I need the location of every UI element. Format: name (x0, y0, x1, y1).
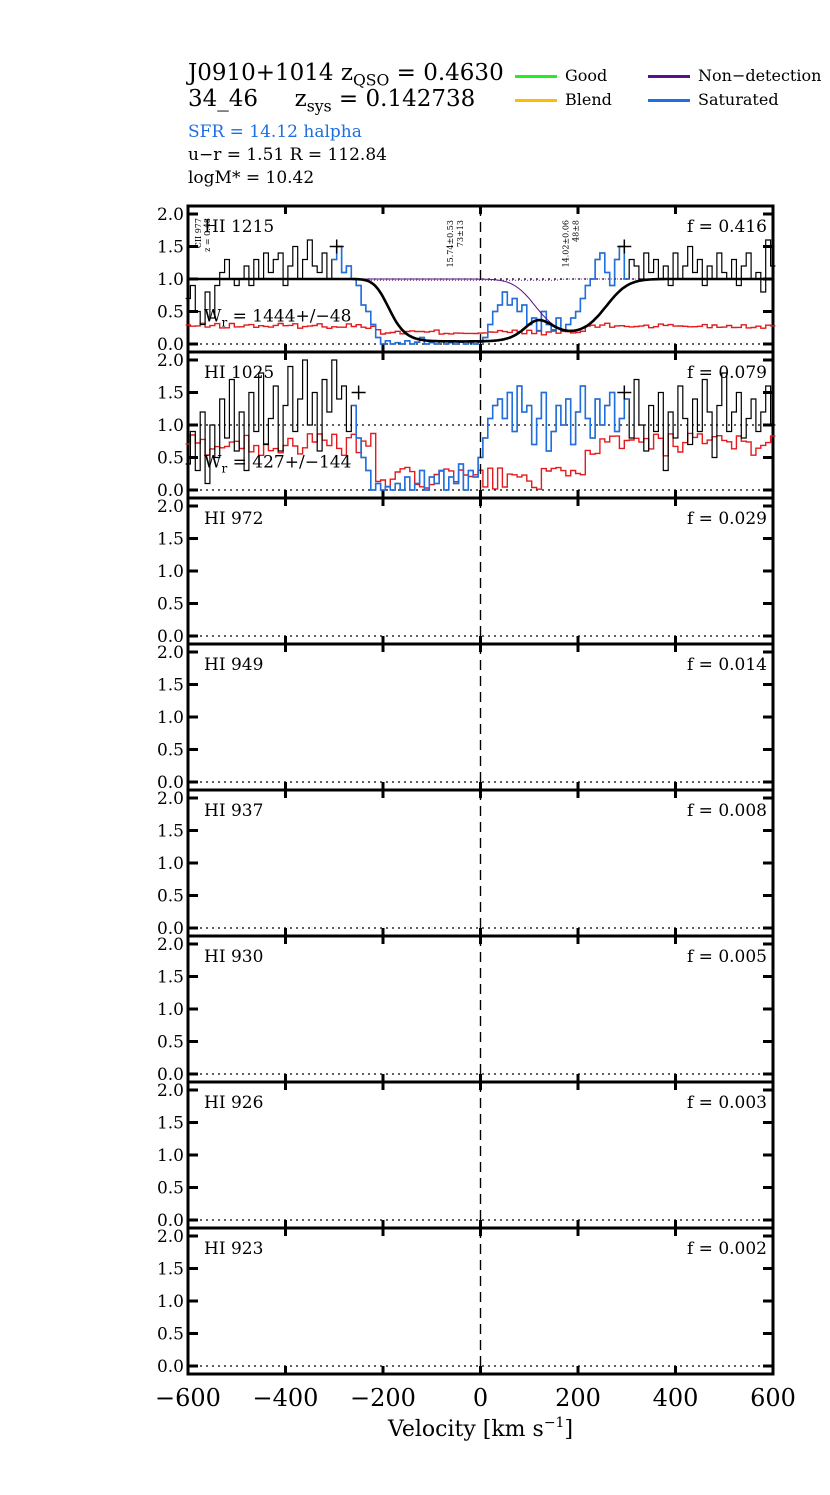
panel-6-oscillator-label: f = 0.003 (687, 1093, 767, 1113)
panel-6-ytick-label: 1.0 (157, 1146, 184, 1166)
panel-4-oscillator-label: f = 0.008 (687, 801, 767, 821)
header: J0910+1014 zQSO = 0.4630 34_46 zsys = 0.… (0, 0, 830, 200)
panel-3-ytick-label: 1.5 (157, 676, 184, 696)
panel-0-line-label: HI 1215 (204, 217, 274, 237)
panel-5-ytick-label: 1.0 (157, 1000, 184, 1020)
panel-3-ytick-label: 1.0 (157, 708, 184, 728)
panel-1-ytick-label: 1.0 (157, 416, 184, 436)
panel-6-ytick-label: 0.0 (157, 1211, 184, 1231)
panel-1-ytick-label: 2.0 (157, 351, 184, 371)
legend-blend-label: Blend (565, 90, 612, 109)
panel-2-oscillator-label: f = 0.029 (687, 509, 767, 529)
legend-saturated-swatch (648, 99, 690, 102)
sfr-label: SFR = 14.12 halpha (188, 122, 362, 142)
panel-7-ytick-label: 0.5 (157, 1325, 184, 1345)
panel-4-ytick-label: 1.5 (157, 822, 184, 842)
panel-7-oscillator-label: f = 0.002 (687, 1239, 767, 1259)
panel-3-ytick-label: 2.0 (157, 643, 184, 663)
panel-2-ytick-label: 1.5 (157, 530, 184, 550)
panel-6-ytick-label: 0.5 (157, 1179, 184, 1199)
panel-2-ytick-label: 0.5 (157, 595, 184, 615)
x-tick-label: −400 (253, 1384, 319, 1412)
panel-7-ytick-label: 1.5 (157, 1260, 184, 1280)
panel-0-ytick-label: 2.0 (157, 205, 184, 225)
panel-0-error-spectrum (185, 322, 776, 336)
panel-0-component-0-bvalue: 73±13 (456, 220, 465, 247)
panel-0-ytick-label: 1.0 (157, 270, 184, 290)
panel-6-ytick-label: 2.0 (157, 1081, 184, 1101)
panel-2-ytick-label: 0.0 (157, 627, 184, 647)
panel-5-line-label: HI 930 (204, 947, 263, 967)
panel-0-component-1-label: 14.02±0.06 (562, 220, 571, 267)
panel-2-line-label: HI 972 (204, 509, 263, 529)
x-tick-label: −200 (350, 1384, 416, 1412)
legend-good-swatch (515, 75, 557, 78)
panel-1-line-label: HI 1025 (204, 363, 274, 383)
panel-5-oscillator-label: f = 0.005 (687, 947, 767, 967)
panel-2-ytick-label: 2.0 (157, 497, 184, 517)
legend-nondetection-label: Non−detection (698, 66, 822, 85)
panel-0-component-1-bvalue: 48±8 (572, 220, 581, 242)
panel-7-ytick-label: 2.0 (157, 1227, 184, 1247)
legend-nondetection-swatch (648, 75, 690, 78)
panel-5-ytick-label: 0.5 (157, 1033, 184, 1053)
panel-4-ytick-label: 2.0 (157, 789, 184, 809)
panel-3-line-label: HI 949 (204, 655, 263, 675)
panel-0-component-0-label: 15.74±0.53 (446, 220, 455, 267)
stellar-mass-label: logM* = 10.42 (188, 168, 315, 188)
panel-0-ytick-label: 0.5 (157, 303, 184, 323)
panel-0-contaminant-redshift: z = 0.48 (203, 218, 212, 252)
panel-7-line-label: HI 923 (204, 1239, 263, 1259)
panel-4-ytick-label: 0.5 (157, 887, 184, 907)
panel-7-ytick-label: 1.0 (157, 1292, 184, 1312)
sightline-title: 34_46 zsys = 0.142738 (188, 86, 476, 116)
panel-5-ytick-label: 0.0 (157, 1065, 184, 1085)
panel-1-equivalent-width: Wr = 427+/−144 (204, 452, 351, 475)
panel-0-ytick-label: 1.5 (157, 238, 184, 258)
panel-6-ytick-label: 1.5 (157, 1114, 184, 1134)
x-tick-label: 200 (555, 1384, 601, 1412)
x-axis-label: Velocity [km s−1] (387, 1415, 573, 1442)
x-tick-label: 400 (653, 1384, 699, 1412)
panel-0-equivalent-width: Wr = 1444+/−48 (204, 306, 351, 329)
panel-4-line-label: HI 937 (204, 801, 263, 821)
panel-1-saturated-spectrum (351, 385, 630, 491)
panel-3-ytick-label: 0.0 (157, 773, 184, 793)
panel-1-ytick-label: 1.5 (157, 384, 184, 404)
panel-0-oscillator-label: f = 0.416 (687, 217, 767, 237)
panel-5-ytick-label: 2.0 (157, 935, 184, 955)
panel-3-oscillator-label: f = 0.014 (687, 655, 767, 675)
x-tick-label: −600 (155, 1384, 221, 1412)
object-title: J0910+1014 zQSO = 0.4630 (188, 60, 504, 90)
panel-1-ytick-label: 0.0 (157, 481, 184, 501)
x-tick-label: 0 (473, 1384, 488, 1412)
panel-6-line-label: HI 926 (204, 1093, 263, 1113)
panel-2-ytick-label: 1.0 (157, 562, 184, 582)
panel-4-ytick-label: 1.0 (157, 854, 184, 874)
panel-0-ytick-label: 0.0 (157, 335, 184, 355)
legend-saturated-label: Saturated (698, 90, 779, 109)
panel-4-ytick-label: 0.0 (157, 919, 184, 939)
legend-blend-swatch (515, 99, 557, 102)
panel-5-ytick-label: 1.5 (157, 968, 184, 988)
panel-7-ytick-label: 0.0 (157, 1357, 184, 1377)
panel-0-contaminant-label: CII 977 (194, 218, 203, 248)
legend-good-label: Good (565, 66, 608, 85)
x-tick-label: 600 (750, 1384, 796, 1412)
panel-1-ytick-label: 0.5 (157, 449, 184, 469)
panel-3-ytick-label: 0.5 (157, 741, 184, 761)
color-radius-label: u−r = 1.51 R = 112.84 (188, 145, 387, 165)
